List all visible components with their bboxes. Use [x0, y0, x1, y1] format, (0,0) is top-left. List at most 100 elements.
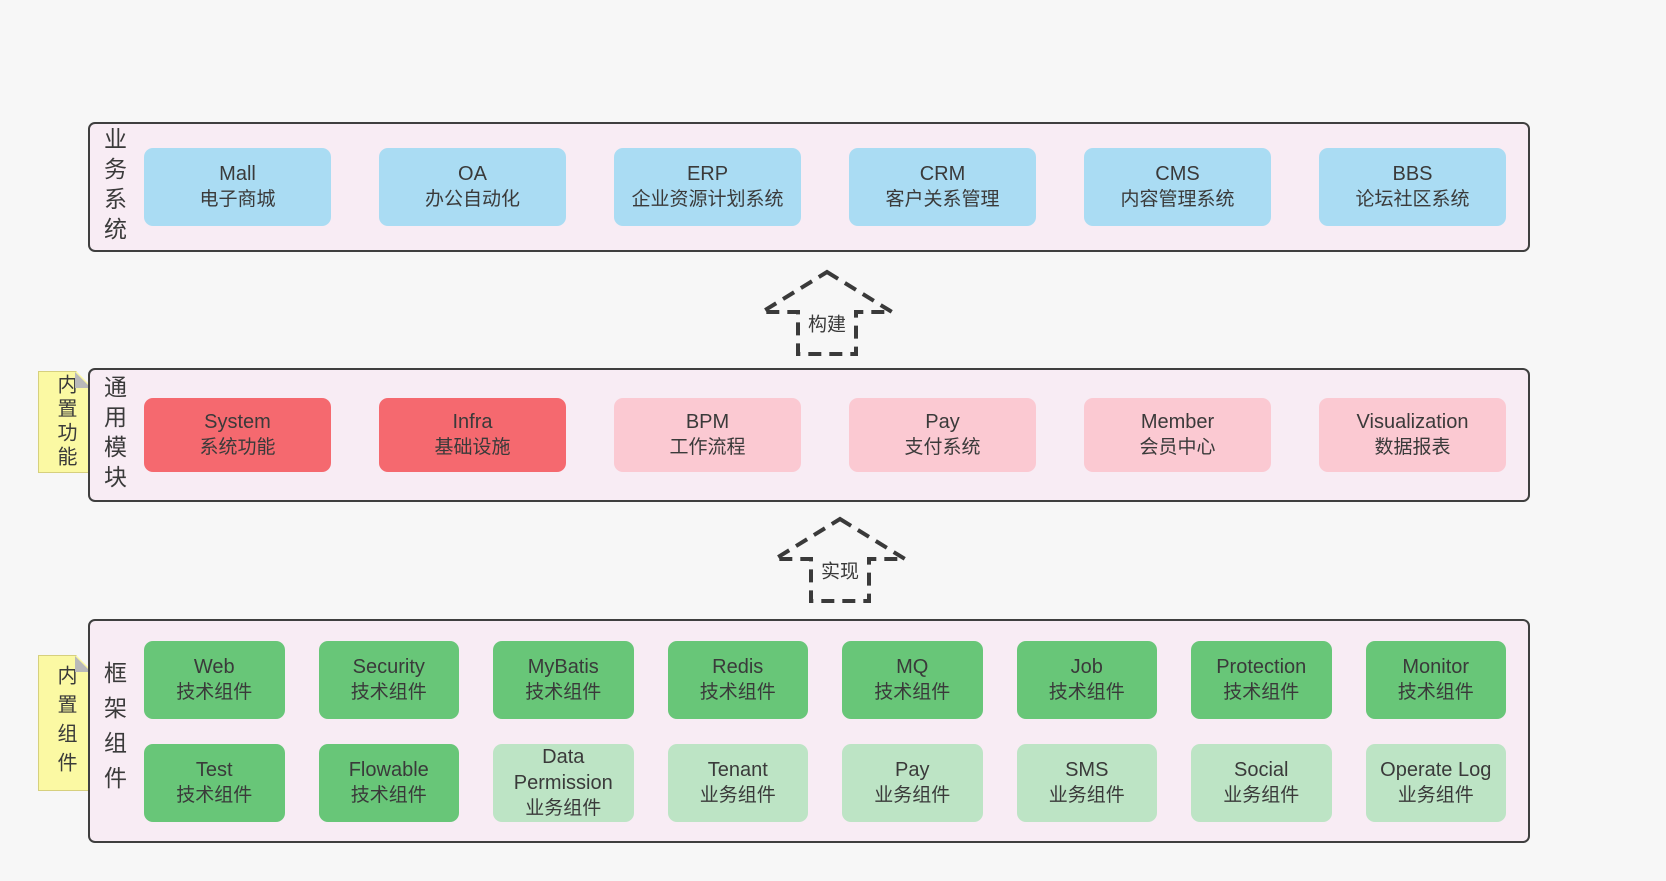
node-name: Flowable — [348, 758, 429, 781]
node-name: BPM — [685, 411, 730, 433]
node-desc: 技术组件 — [350, 681, 427, 703]
node-sms: SMS 业务组件 — [1016, 743, 1157, 822]
node-desc: 会员中心 — [1139, 437, 1216, 458]
band-components-row-2: Test 技术组件 Flowable 技术组件 Data Permission … — [144, 743, 1506, 822]
node-test: Test 技术组件 — [144, 743, 285, 822]
node-desc: 办公自动化 — [424, 189, 520, 210]
node-desc: 技术组件 — [350, 784, 427, 806]
node-desc: 技术组件 — [1223, 681, 1300, 703]
node-redis: Redis 技术组件 — [667, 640, 808, 719]
node-pay-biz: Pay 业务组件 — [842, 743, 983, 822]
node-name: OA — [458, 163, 487, 185]
band-components-label: 框架组件 — [90, 661, 136, 801]
node-desc: 业务组件 — [699, 784, 776, 806]
band-business-row: Mall 电子商城 OA 办公自动化 ERP 企业资源计划系统 CRM 客户关系… — [144, 148, 1506, 226]
implement-arrow: 实现 — [772, 515, 908, 605]
build-arrow: 构建 — [759, 268, 895, 358]
node-name: Data Permission — [513, 745, 613, 794]
node-desc: 论坛社区系统 — [1355, 189, 1470, 210]
band-label-text: 通用模块 — [100, 375, 127, 495]
node-desc: 企业资源计划系统 — [631, 189, 784, 210]
node-member: Member 会员中心 — [1084, 398, 1271, 472]
node-name: System — [204, 411, 271, 433]
node-web: Web 技术组件 — [144, 640, 285, 719]
node-monitor: Monitor 技术组件 — [1365, 640, 1506, 719]
band-label-text: 框架组件 — [100, 661, 127, 801]
node-infra: Infra 基础设施 — [379, 398, 566, 472]
node-desc: 业务组件 — [874, 784, 951, 806]
node-name: Monitor — [1402, 655, 1470, 678]
sticky-note-text: 内置功能 — [54, 374, 76, 470]
sticky-note-builtin-components: 内置组件 — [38, 655, 92, 791]
band-modules-label: 通用模块 — [90, 375, 136, 495]
node-name: MQ — [896, 655, 929, 678]
node-name: Web — [193, 655, 235, 678]
node-desc: 业务组件 — [1048, 784, 1125, 806]
node-name: Infra — [452, 411, 493, 433]
node-name: Protection — [1216, 655, 1307, 678]
node-crm: CRM 客户关系管理 — [849, 148, 1036, 226]
node-mq: MQ 技术组件 — [842, 640, 983, 719]
node-social: Social 业务组件 — [1191, 743, 1332, 822]
node-desc: 技术组件 — [176, 681, 253, 703]
node-desc: 业务组件 — [1223, 784, 1300, 806]
node-erp: ERP 企业资源计划系统 — [614, 148, 801, 226]
node-desc: 系统功能 — [199, 437, 276, 458]
node-desc: 技术组件 — [1048, 681, 1125, 703]
node-desc: 数据报表 — [1374, 437, 1451, 458]
node-desc: 技术组件 — [874, 681, 951, 703]
node-name: Mall — [219, 163, 256, 185]
node-bpm: BPM 工作流程 — [614, 398, 801, 472]
node-name: Visualization — [1356, 411, 1469, 433]
node-visualization: Visualization 数据报表 — [1319, 398, 1506, 472]
node-desc: 支付系统 — [904, 437, 981, 458]
node-name: Pay — [895, 758, 930, 781]
node-protection: Protection 技术组件 — [1191, 640, 1332, 719]
node-bbs: BBS 论坛社区系统 — [1319, 148, 1506, 226]
node-desc: 技术组件 — [1397, 681, 1474, 703]
node-name: Social — [1234, 758, 1289, 781]
node-cms: CMS 内容管理系统 — [1084, 148, 1271, 226]
node-operate-log: Operate Log 业务组件 — [1365, 743, 1506, 822]
node-flowable: Flowable 技术组件 — [318, 743, 459, 822]
node-name: Operate Log — [1380, 758, 1492, 781]
node-name: CRM — [919, 163, 966, 185]
node-name: SMS — [1065, 758, 1109, 781]
node-desc: 内容管理系统 — [1120, 189, 1235, 210]
node-desc: 工作流程 — [669, 437, 746, 458]
node-system: System 系统功能 — [144, 398, 331, 472]
band-business-systems: 业务系统 Mall 电子商城 OA 办公自动化 ERP 企业资源计划系统 CRM… — [88, 122, 1530, 252]
up-arrow-icon — [772, 516, 908, 603]
band-components-row-1: Web 技术组件 Security 技术组件 MyBatis 技术组件 Redi… — [144, 640, 1506, 719]
node-pay: Pay 支付系统 — [849, 398, 1036, 472]
node-name: ERP — [686, 163, 729, 185]
node-desc: 技术组件 — [525, 681, 602, 703]
band-components-rows: Web 技术组件 Security 技术组件 MyBatis 技术组件 Redi… — [136, 640, 1528, 822]
node-security: Security 技术组件 — [318, 640, 459, 719]
node-mybatis: MyBatis 技术组件 — [493, 640, 634, 719]
build-arrow-label: 构建 — [805, 309, 849, 337]
node-name: MyBatis — [527, 655, 599, 678]
band-modules-rows: System 系统功能 Infra 基础设施 BPM 工作流程 Pay 支付系统… — [136, 398, 1528, 472]
node-desc: 客户关系管理 — [885, 189, 1000, 210]
node-desc: 电子商城 — [199, 189, 276, 210]
sticky-note-text: 内置组件 — [54, 665, 76, 781]
node-job: Job 技术组件 — [1016, 640, 1157, 719]
node-name: Tenant — [707, 758, 768, 781]
node-name: CMS — [1155, 163, 1200, 185]
band-framework-components: 框架组件 Web 技术组件 Security 技术组件 MyBatis 技术组件… — [88, 619, 1530, 843]
band-business-label: 业务系统 — [90, 127, 136, 247]
node-desc: 技术组件 — [176, 784, 253, 806]
node-oa: OA 办公自动化 — [379, 148, 566, 226]
node-desc: 技术组件 — [699, 681, 776, 703]
node-desc: 业务组件 — [525, 797, 602, 819]
implement-arrow-label: 实现 — [818, 556, 862, 584]
up-arrow-icon — [759, 269, 895, 356]
node-name: Redis — [712, 655, 764, 678]
band-label-text: 业务系统 — [100, 127, 127, 247]
node-name: Job — [1070, 655, 1103, 678]
node-name: Pay — [925, 411, 960, 433]
node-name: Test — [195, 758, 233, 781]
sticky-note-builtin-functions: 内置功能 — [38, 371, 92, 473]
node-desc: 基础设施 — [434, 437, 511, 458]
